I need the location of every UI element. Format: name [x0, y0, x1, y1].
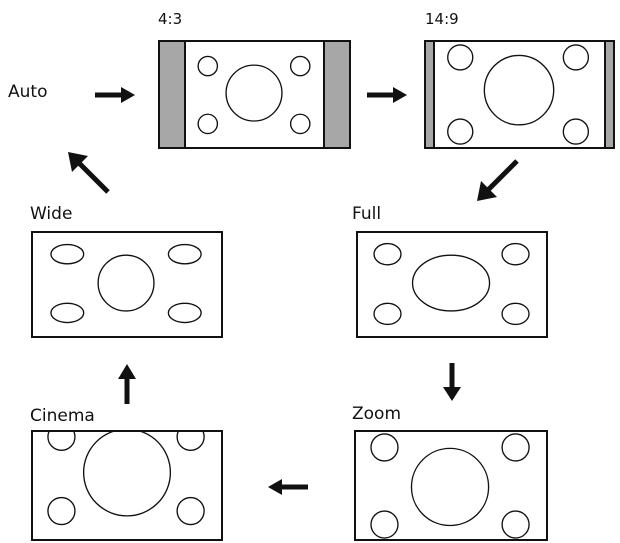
cinema-shapes [47, 432, 205, 526]
cinema-screen [31, 430, 223, 541]
left-narrow-bar [426, 42, 435, 147]
full-label: Full [352, 204, 382, 224]
four-three-label: 4:3 [158, 10, 183, 28]
left-pillar-bar [160, 42, 186, 147]
arrow-cinema-to-wide [117, 364, 137, 404]
right-pillar-bar [323, 42, 349, 147]
wide-shapes [50, 243, 202, 324]
arrow-wide-to-auto [66, 150, 112, 196]
zoom-label: Zoom [352, 404, 402, 424]
zoom-screen [354, 430, 548, 541]
zoom-shapes [370, 433, 530, 539]
full-shapes [373, 242, 530, 326]
arrow-four-three-to-fourteen-nine [367, 86, 407, 104]
fourteen-nine-label: 14:9 [425, 10, 459, 28]
arrow-fourteen-nine-to-full [475, 157, 521, 203]
full-screen [356, 231, 548, 338]
fourteen-nine-screen [424, 40, 615, 149]
wide-screen [31, 231, 223, 338]
arrow-full-to-zoom [442, 363, 462, 401]
right-narrow-bar [604, 42, 613, 147]
fourteen-nine-shapes [447, 44, 590, 145]
arrow-auto-to-four-three [95, 86, 135, 104]
cinema-label: Cinema [30, 406, 95, 426]
auto-label: Auto [8, 82, 48, 102]
four-three-shapes [197, 55, 311, 135]
four-three-screen [158, 40, 351, 149]
wide-label: Wide [30, 204, 73, 224]
arrow-zoom-to-cinema [268, 478, 308, 496]
